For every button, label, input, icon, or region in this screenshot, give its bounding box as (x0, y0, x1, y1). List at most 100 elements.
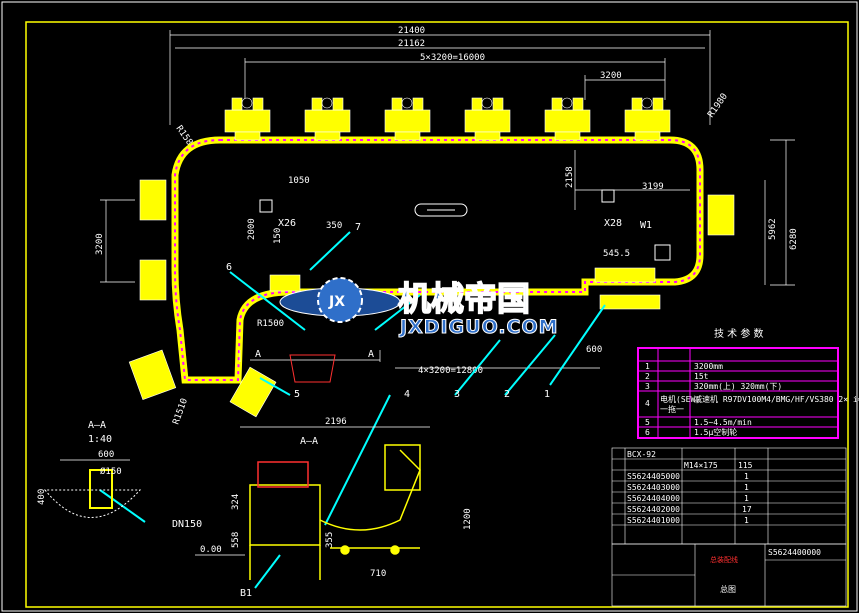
carrier-bottom-3 (599, 294, 661, 310)
dim-710: 710 (370, 569, 386, 579)
watermark: JX 机械帝国 JXDIGUO.COM (279, 277, 558, 339)
detail-title-aa: A—A (88, 420, 106, 431)
parts-row-1-code: BCX-92 (627, 450, 656, 459)
part-label-1: 1 (544, 389, 550, 400)
detail-scale: 1:40 (88, 434, 112, 445)
tech-row-1-no: 1 (645, 362, 650, 371)
tech-sew: 电机(SEW) (660, 394, 700, 404)
label-x26: X26 (278, 218, 296, 229)
dim-600-a: 600 (586, 345, 602, 355)
carrier-4 (464, 97, 511, 141)
elevation-title: A—A (300, 436, 318, 447)
tech-row-6-value: 1.5μ空制轮 (694, 427, 737, 437)
conveyor-track (171, 136, 704, 384)
dim-r1510: R1510 (171, 397, 190, 426)
part-label-7: 7 (355, 222, 361, 233)
elevation-drawing (249, 444, 421, 580)
dim-3199: 3199 (642, 182, 664, 192)
watermark-logo-gear (317, 277, 363, 323)
parts-row-7-code: S5624401000 (627, 516, 680, 525)
marker-x26-box (259, 199, 273, 213)
tech-row-3-no: 3 (645, 382, 650, 391)
tech-row-2-value: 15t (694, 372, 709, 381)
dim-pitch-single: 3200 (600, 71, 622, 81)
top-dimensions (169, 30, 711, 125)
tech-sew2: 一拖一 (660, 404, 684, 414)
part-label-3: 3 (454, 389, 460, 400)
dim-2000: 2000 (247, 218, 257, 240)
dim-1200: 1200 (463, 508, 473, 530)
left-dimensions (100, 199, 135, 283)
watermark-cn: 机械帝国 (398, 279, 530, 318)
dim-r1500: R1500 (257, 319, 284, 329)
dim-2196: 2196 (325, 417, 347, 427)
dim-phi150: Ø150 (100, 466, 122, 477)
detail-bowl (43, 489, 142, 518)
part-label-2: 2 (504, 389, 510, 400)
part-leaders (99, 231, 606, 526)
parts-row-7-qty: 1 (744, 516, 749, 525)
dim-400: 400 (37, 489, 47, 505)
tech-row-2-no: 2 (645, 372, 650, 381)
part-label-5: 5 (294, 389, 300, 400)
parts-row-2-qty: 115 (738, 461, 753, 470)
take-up-w1 (654, 244, 671, 261)
dim-1050: 1050 (288, 176, 310, 186)
carrier-5 (544, 97, 591, 141)
carrier-group-top (224, 97, 671, 141)
parts-row-2-spec: M14×175 (684, 461, 718, 470)
carrier-left-1 (139, 179, 167, 221)
drawing-title: 总装配线 (710, 555, 738, 564)
detail-post (89, 469, 113, 509)
leader-b1 (254, 554, 281, 589)
conveyor-chain (174, 139, 701, 381)
dim-6280: 6280 (789, 228, 799, 250)
dim-150: 150 (273, 228, 283, 244)
tech-row-1-value: 3200mm (694, 362, 723, 371)
tech-row-4-no: 4 (645, 399, 650, 408)
tech-row-5-no: 5 (645, 418, 650, 427)
section-mark-a-left: A (255, 349, 261, 360)
section-mark-a-right: A (368, 349, 374, 360)
carrier-corner (128, 349, 177, 400)
carrier-right-1 (707, 194, 735, 236)
bottom-dim-lines (239, 350, 600, 369)
label-dn150: DN150 (172, 519, 202, 530)
carrier-3 (384, 97, 431, 141)
carrier-bottom-2 (594, 267, 656, 283)
dim-inner-length: 21162 (398, 39, 425, 49)
dim-355: 355 (325, 532, 335, 548)
drive-slot (414, 203, 468, 217)
parts-row-6-code: S5624402000 (627, 505, 680, 514)
parts-table (611, 447, 847, 607)
dim-2158: 2158 (565, 166, 575, 188)
dim-600-b: 600 (98, 450, 114, 460)
tech-row-6-no: 6 (645, 428, 650, 437)
drawing-sheet: 总图 (720, 584, 736, 594)
carrier-6 (624, 97, 671, 141)
label-x28: X28 (604, 218, 622, 229)
carrier-left-2 (139, 259, 167, 301)
parts-row-3-qty: 1 (744, 472, 749, 481)
watermark-logo-text: JX (328, 294, 345, 310)
dim-pitch-bottom: 4×3200=12800 (418, 366, 483, 376)
dim-350: 350 (326, 221, 342, 231)
tech-params-table: 技 术 参 数 1 3200mm 2 15t 3 320mm(上) 320mm(… (637, 327, 859, 439)
tech-params-title: 技 术 参 数 (714, 327, 764, 340)
part-label-6: 6 (226, 262, 232, 273)
tech-row-4-value: 减速机 R97DV100M4/BMG/HF/VS380 2× i≈6.5rpm … (694, 394, 859, 404)
part-label-4: 4 (404, 389, 410, 400)
label-w1: W1 (640, 220, 652, 231)
parts-row-5-code: S5624404000 (627, 494, 680, 503)
parts-row-5-qty: 1 (744, 494, 749, 503)
parts-row-3-code: S5624405000 (627, 472, 680, 481)
marker-x28-box (601, 189, 615, 203)
dim-overall-length: 21400 (398, 26, 425, 36)
dim-0-00: 0.00 (200, 545, 222, 555)
dim-pitch-top: 5×3200=16000 (420, 53, 485, 63)
carrier-1 (224, 97, 271, 141)
carrier-bottom-1 (269, 274, 301, 292)
dim-3200-left: 3200 (95, 233, 105, 255)
